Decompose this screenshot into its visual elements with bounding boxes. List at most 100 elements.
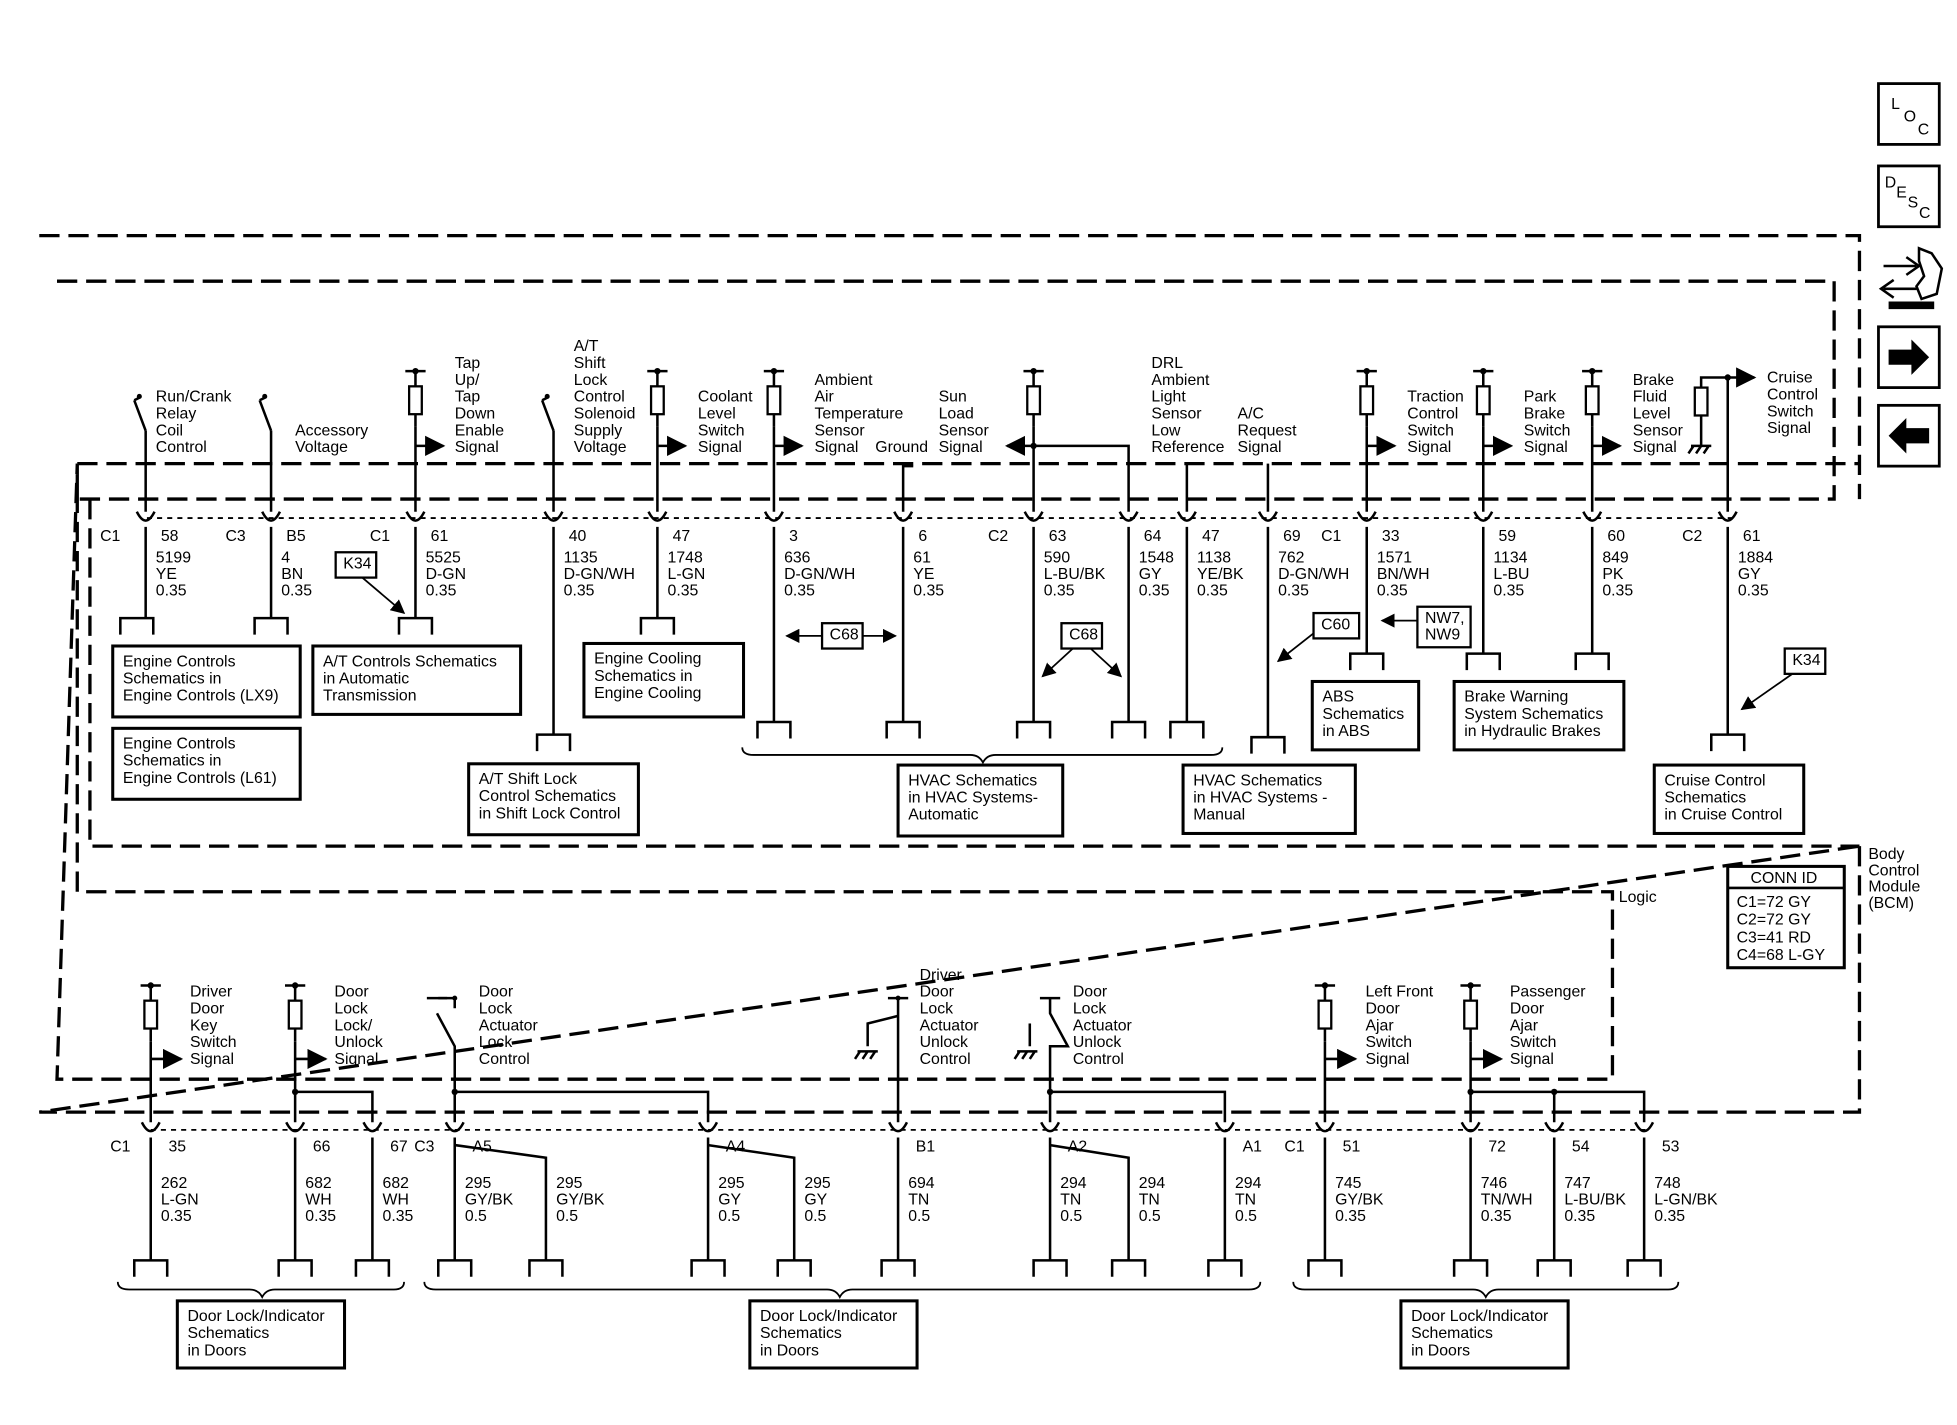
connector-view-button[interactable] bbox=[1878, 246, 1944, 310]
run-crank-switch-node bbox=[136, 393, 142, 399]
top-pin-12-socket bbox=[1356, 511, 1377, 522]
top-signal-6-line-5: Signal bbox=[814, 439, 858, 456]
bottom-pin-8-socket bbox=[888, 1121, 909, 1133]
top-pin-2-color: BN bbox=[281, 566, 303, 583]
top-pin-6-size: 0.35 bbox=[784, 582, 815, 599]
bottom-pin-9-size: 0.5 bbox=[1060, 1208, 1082, 1225]
unlock-actuator-link bbox=[1050, 1090, 1227, 1123]
top-signal-1-line-4: Control bbox=[156, 439, 207, 456]
bcm-label-line-4: (BCM) bbox=[1868, 895, 1914, 912]
top-5-terminal bbox=[639, 616, 676, 635]
top-pin-11-socket bbox=[1257, 511, 1278, 522]
bottom-pin-3-circuit: 682 bbox=[383, 1175, 409, 1192]
lock-actuator-switch bbox=[435, 1012, 456, 1123]
bottom-wire-10 bbox=[1049, 1143, 1130, 1261]
ref-abs-line-3: in ABS bbox=[1322, 723, 1370, 740]
top-pin-1-color: YE bbox=[156, 566, 177, 583]
ref-brake-warning-box bbox=[1452, 679, 1626, 752]
sun-load-node bbox=[1030, 442, 1037, 450]
bottom-pin-2-socket bbox=[285, 1121, 306, 1133]
inner-outline-1 bbox=[55, 279, 1836, 1081]
top-pin-4-circuit: 1135 bbox=[564, 549, 598, 566]
top-signal-4-line-4: Control bbox=[574, 389, 625, 406]
conn-id-line-2: C2=72 GY bbox=[1737, 912, 1812, 929]
previous-page-button[interactable] bbox=[1877, 403, 1941, 468]
top-signal-3-line-3: Tap bbox=[455, 389, 481, 406]
top-signal-13-line-2: Fluid bbox=[1633, 389, 1667, 406]
top-pin-5-color: L-GN bbox=[668, 566, 706, 583]
ref-doors-2-line-3: in Doors bbox=[760, 1342, 819, 1359]
desc-button[interactable]: D E S C bbox=[1877, 164, 1941, 229]
bottom-pin-6-socket bbox=[698, 1121, 719, 1133]
loc-letter-l: L bbox=[1891, 96, 1900, 113]
bottom-8-terminal bbox=[880, 1259, 916, 1277]
bottom-pin-12-pin: 51 bbox=[1343, 1138, 1361, 1155]
top-signal-10-line-3: Signal bbox=[1238, 439, 1282, 456]
bottom-pin-12-circuit: 745 bbox=[1335, 1175, 1362, 1192]
top-3-terminal bbox=[397, 616, 434, 635]
lock-actuator-supply-node bbox=[452, 995, 458, 1001]
top-pin-15-socket bbox=[1717, 511, 1738, 522]
top-pin-3-pin: 61 bbox=[431, 528, 449, 545]
top-signal-10-line-2: Request bbox=[1238, 422, 1298, 439]
ref-brake-warning-line-3: in Hydraulic Brakes bbox=[1464, 723, 1600, 740]
top-signal-4-line-7: Voltage bbox=[574, 439, 627, 456]
bottom-signal-3-line-1: Door bbox=[479, 984, 514, 1001]
top-pin-9-socket bbox=[1118, 511, 1139, 522]
bottom-signal-6-line-4: Switch bbox=[1365, 1034, 1412, 1051]
cruise-resistor bbox=[1693, 386, 1709, 417]
top-4-terminal bbox=[535, 733, 572, 752]
bottom-10-terminal bbox=[1110, 1259, 1147, 1277]
next-page-button[interactable] bbox=[1877, 325, 1941, 389]
ref-abs-line-2: Schematics bbox=[1322, 706, 1404, 723]
top-pin-1-conn: C1 bbox=[100, 528, 120, 545]
top-pin-3-color: D-GN bbox=[426, 566, 466, 583]
top-pin-5-socket bbox=[647, 511, 668, 522]
ref-hvac-manual-line-1: HVAC Schematics bbox=[1193, 772, 1322, 789]
top-pin-11-size: 0.35 bbox=[1278, 582, 1309, 599]
top-pin-2-circuit: 4 bbox=[281, 549, 290, 566]
top-signal-8-line-3: Sensor bbox=[939, 422, 990, 439]
top-pin-6-circuit: 636 bbox=[784, 549, 811, 566]
lock-unlock-node bbox=[291, 1088, 299, 1096]
bottom-pin-8-size: 0.5 bbox=[908, 1208, 930, 1225]
top-pin-14-socket bbox=[1582, 511, 1603, 522]
top-signal-3-line-1: Tap bbox=[455, 355, 481, 372]
top-pin-14-size: 0.35 bbox=[1602, 582, 1633, 599]
bottom-pin-1-color: L-GN bbox=[161, 1192, 199, 1209]
top-signal-8-line-4: Signal bbox=[939, 439, 983, 456]
top-pin-15-circuit: 1884 bbox=[1738, 549, 1773, 566]
cruise-branch bbox=[1699, 376, 1728, 388]
top-pin-2-size: 0.35 bbox=[281, 582, 312, 599]
top-pin-13-pin: 59 bbox=[1498, 528, 1516, 545]
top-signal-14-line-1: Cruise bbox=[1767, 370, 1813, 387]
bottom-signal-4-line-6: Control bbox=[920, 1051, 971, 1068]
ref-abs-line-1: ABS bbox=[1322, 689, 1354, 706]
top-pin-7-color: YE bbox=[913, 566, 934, 583]
bottom-pin-15-pin: 53 bbox=[1662, 1138, 1680, 1155]
bottom-pin-2-color: WH bbox=[305, 1192, 331, 1209]
top-pin-13-circuit: 1134 bbox=[1493, 549, 1527, 566]
bottom-signal-3-line-3: Actuator bbox=[479, 1017, 539, 1034]
bottom-signal-6-line-5: Signal bbox=[1365, 1051, 1409, 1068]
hvac-brace bbox=[741, 747, 1224, 765]
bottom-pin-14-circuit: 747 bbox=[1564, 1175, 1590, 1192]
connector-icon bbox=[1878, 246, 1944, 310]
top-pin-14-circuit: 849 bbox=[1602, 549, 1629, 566]
conn-id-title: CONN ID bbox=[1751, 870, 1818, 887]
ground-wire bbox=[901, 464, 914, 512]
top-signal-6-line-2: Air bbox=[814, 389, 834, 406]
ref-cruise-line-1: Cruise Control bbox=[1664, 772, 1765, 789]
top-signal-5-line-3: Switch bbox=[698, 422, 745, 439]
loc-button[interactable]: L O C bbox=[1877, 82, 1941, 146]
top-pin-6-socket bbox=[763, 511, 784, 522]
top-signal-11-line-1: Traction bbox=[1407, 389, 1464, 406]
doors-brace-3 bbox=[1292, 1281, 1680, 1300]
ref-doors-1-box bbox=[175, 1299, 347, 1370]
top-signal-9-line-3: Light bbox=[1151, 389, 1186, 406]
bottom-pin-13-pin: 72 bbox=[1488, 1138, 1506, 1155]
ref-shift-lock-box bbox=[467, 762, 640, 837]
top-pin-3-socket bbox=[405, 511, 426, 522]
top-signal-4-line-6: Supply bbox=[574, 422, 622, 439]
bottom-wire-7 bbox=[707, 1143, 796, 1261]
